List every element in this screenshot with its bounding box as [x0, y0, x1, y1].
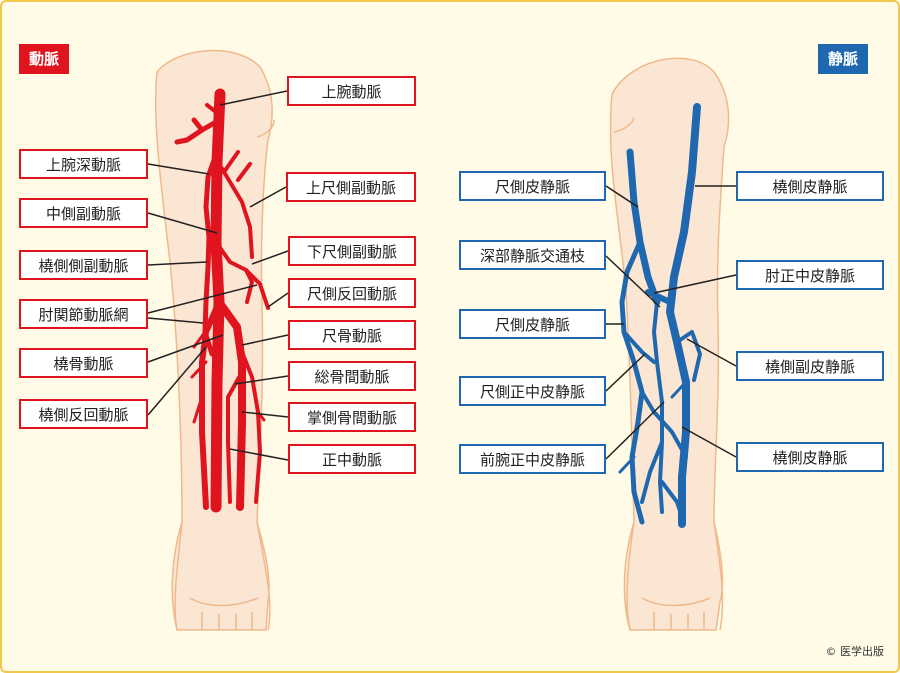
- label-inferior-ulnar-collateral-artery: 下尺側副動脈: [288, 236, 416, 266]
- label-basilic-vein-lower: 尺側皮静脈: [459, 309, 606, 339]
- label-accessory-cephalic-vein: 橈側副皮静脈: [736, 351, 884, 381]
- label-brachial-artery: 上腕動脈: [287, 76, 416, 106]
- copyright-notice: © 医学出版: [825, 645, 885, 658]
- label-radial-recurrent-artery: 橈側反回動脈: [19, 399, 148, 429]
- label-superior-ulnar-collateral-artery: 上尺側副動脈: [286, 172, 416, 202]
- label-median-basilic-vein: 尺側正中皮静脈: [459, 376, 606, 406]
- vein-badge: 静脈: [818, 44, 869, 74]
- right-arm-silhouette: [609, 57, 730, 631]
- label-cephalic-vein-lower: 橈側皮静脈: [736, 442, 884, 472]
- label-deep-brachial-artery: 上腕深動脈: [19, 149, 148, 179]
- label-elbow-arterial-network: 肘関節動脈網: [19, 299, 148, 329]
- label-middle-collateral-artery: 中側副動脈: [19, 198, 148, 228]
- label-radial-collateral-artery: 橈側側副動脈: [19, 250, 148, 280]
- label-cephalic-vein-upper: 橈側皮静脈: [736, 171, 884, 201]
- label-ulnar-artery: 尺骨動脈: [288, 320, 416, 350]
- label-basilic-vein-upper: 尺側皮静脈: [459, 171, 606, 201]
- label-common-interosseous-artery: 総骨間動脈: [288, 361, 416, 391]
- artery-leader-lines: [147, 90, 289, 461]
- vein-vessels: [618, 103, 702, 528]
- label-anterior-interosseous-artery: 掌側骨間動脈: [288, 402, 416, 432]
- label-median-antebrachial-vein: 前腕正中皮静脈: [459, 444, 606, 474]
- artery-badge: 動脈: [19, 44, 70, 74]
- label-deep-communicating-vein: 深部静脈交通枝: [459, 240, 606, 270]
- label-ulnar-recurrent-artery: 尺側反回動脈: [288, 278, 416, 308]
- vein-leader-lines: [605, 185, 737, 460]
- label-median-artery: 正中動脈: [288, 444, 416, 474]
- label-radial-artery: 橈骨動脈: [19, 348, 148, 378]
- label-median-cubital-vein: 肘正中皮静脈: [736, 260, 884, 290]
- artery-vessels: [174, 88, 270, 513]
